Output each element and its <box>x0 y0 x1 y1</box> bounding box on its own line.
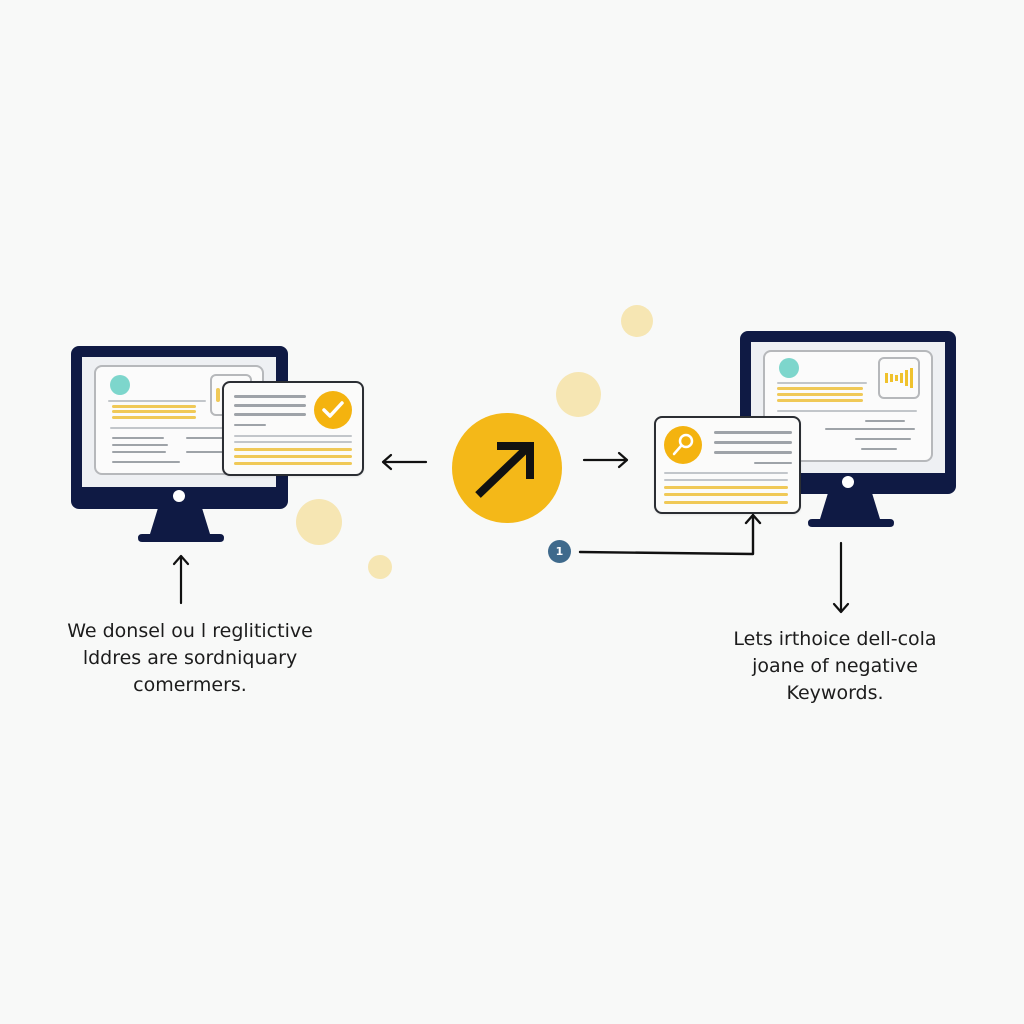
left-result-card[interactable] <box>222 381 364 476</box>
text-line <box>112 437 164 439</box>
up-arrow-icon <box>172 554 190 605</box>
step-badge[interactable]: 1 <box>548 540 571 563</box>
left-caption: We donsel ou l reglitictive lddres are s… <box>40 618 340 699</box>
highlight-line <box>664 486 788 489</box>
highlight-line <box>234 455 352 458</box>
arrow-up-right-icon[interactable] <box>452 413 562 523</box>
thumb-bar <box>216 388 220 402</box>
text-line <box>825 428 915 430</box>
text-line <box>754 462 792 464</box>
magnifier-icon <box>664 426 702 464</box>
monitor-stand <box>138 508 224 542</box>
text-line <box>112 444 168 446</box>
highlight-line <box>664 501 788 504</box>
checkmark-icon <box>314 391 352 429</box>
connector-arrow <box>578 513 762 556</box>
text-line <box>234 395 306 398</box>
text-line <box>855 438 911 440</box>
text-line <box>234 413 306 416</box>
highlight-line <box>234 448 352 451</box>
caption-line: joane of negative <box>752 655 918 677</box>
highlight-line <box>777 399 863 402</box>
decor-dot <box>621 305 653 337</box>
right-thumb <box>878 357 920 399</box>
highlight-line <box>777 387 863 390</box>
step-badge-label: 1 <box>555 545 564 558</box>
caption-line: comermers. <box>133 674 247 696</box>
text-line <box>664 472 788 474</box>
decor-dot <box>556 372 601 417</box>
monitor-stand <box>808 493 894 527</box>
highlight-line <box>234 462 352 465</box>
right-search-card[interactable] <box>654 416 801 514</box>
text-line <box>108 400 206 402</box>
text-line <box>714 431 792 434</box>
power-button-icon <box>842 476 854 488</box>
text-line <box>186 451 226 453</box>
text-line <box>865 420 905 422</box>
text-line <box>112 461 180 463</box>
caption-line: lddres are sordniquary <box>82 647 298 669</box>
text-line <box>112 451 166 453</box>
right-caption: Lets irthoice dell-cola joane of negativ… <box>690 626 980 707</box>
text-line <box>777 382 867 384</box>
highlight-line <box>112 416 196 419</box>
highlight-line <box>112 405 196 408</box>
decor-dot <box>296 499 342 545</box>
text-line <box>234 435 352 437</box>
teal-avatar-icon <box>779 358 799 378</box>
text-line <box>664 479 788 481</box>
power-button-icon <box>173 490 185 502</box>
text-line <box>186 437 226 439</box>
text-line <box>234 441 352 443</box>
text-line <box>234 404 306 407</box>
text-line <box>714 441 792 444</box>
highlight-line <box>664 493 788 496</box>
text-line <box>110 427 250 429</box>
caption-line: Keywords. <box>786 682 884 704</box>
left-arrow-icon <box>381 453 428 471</box>
right-arrow-icon <box>582 451 629 469</box>
decor-dot <box>368 555 392 579</box>
text-line <box>777 410 917 412</box>
down-arrow-icon <box>832 541 850 614</box>
text-line <box>861 448 897 450</box>
text-line <box>714 451 792 454</box>
caption-line: We donsel ou l reglitictive <box>67 620 313 642</box>
text-line <box>234 424 266 426</box>
caption-line: Lets irthoice dell-cola <box>733 628 937 650</box>
highlight-line <box>777 393 863 396</box>
highlight-line <box>112 410 196 413</box>
teal-avatar-icon <box>110 375 130 395</box>
audio-bars-icon <box>885 368 913 388</box>
